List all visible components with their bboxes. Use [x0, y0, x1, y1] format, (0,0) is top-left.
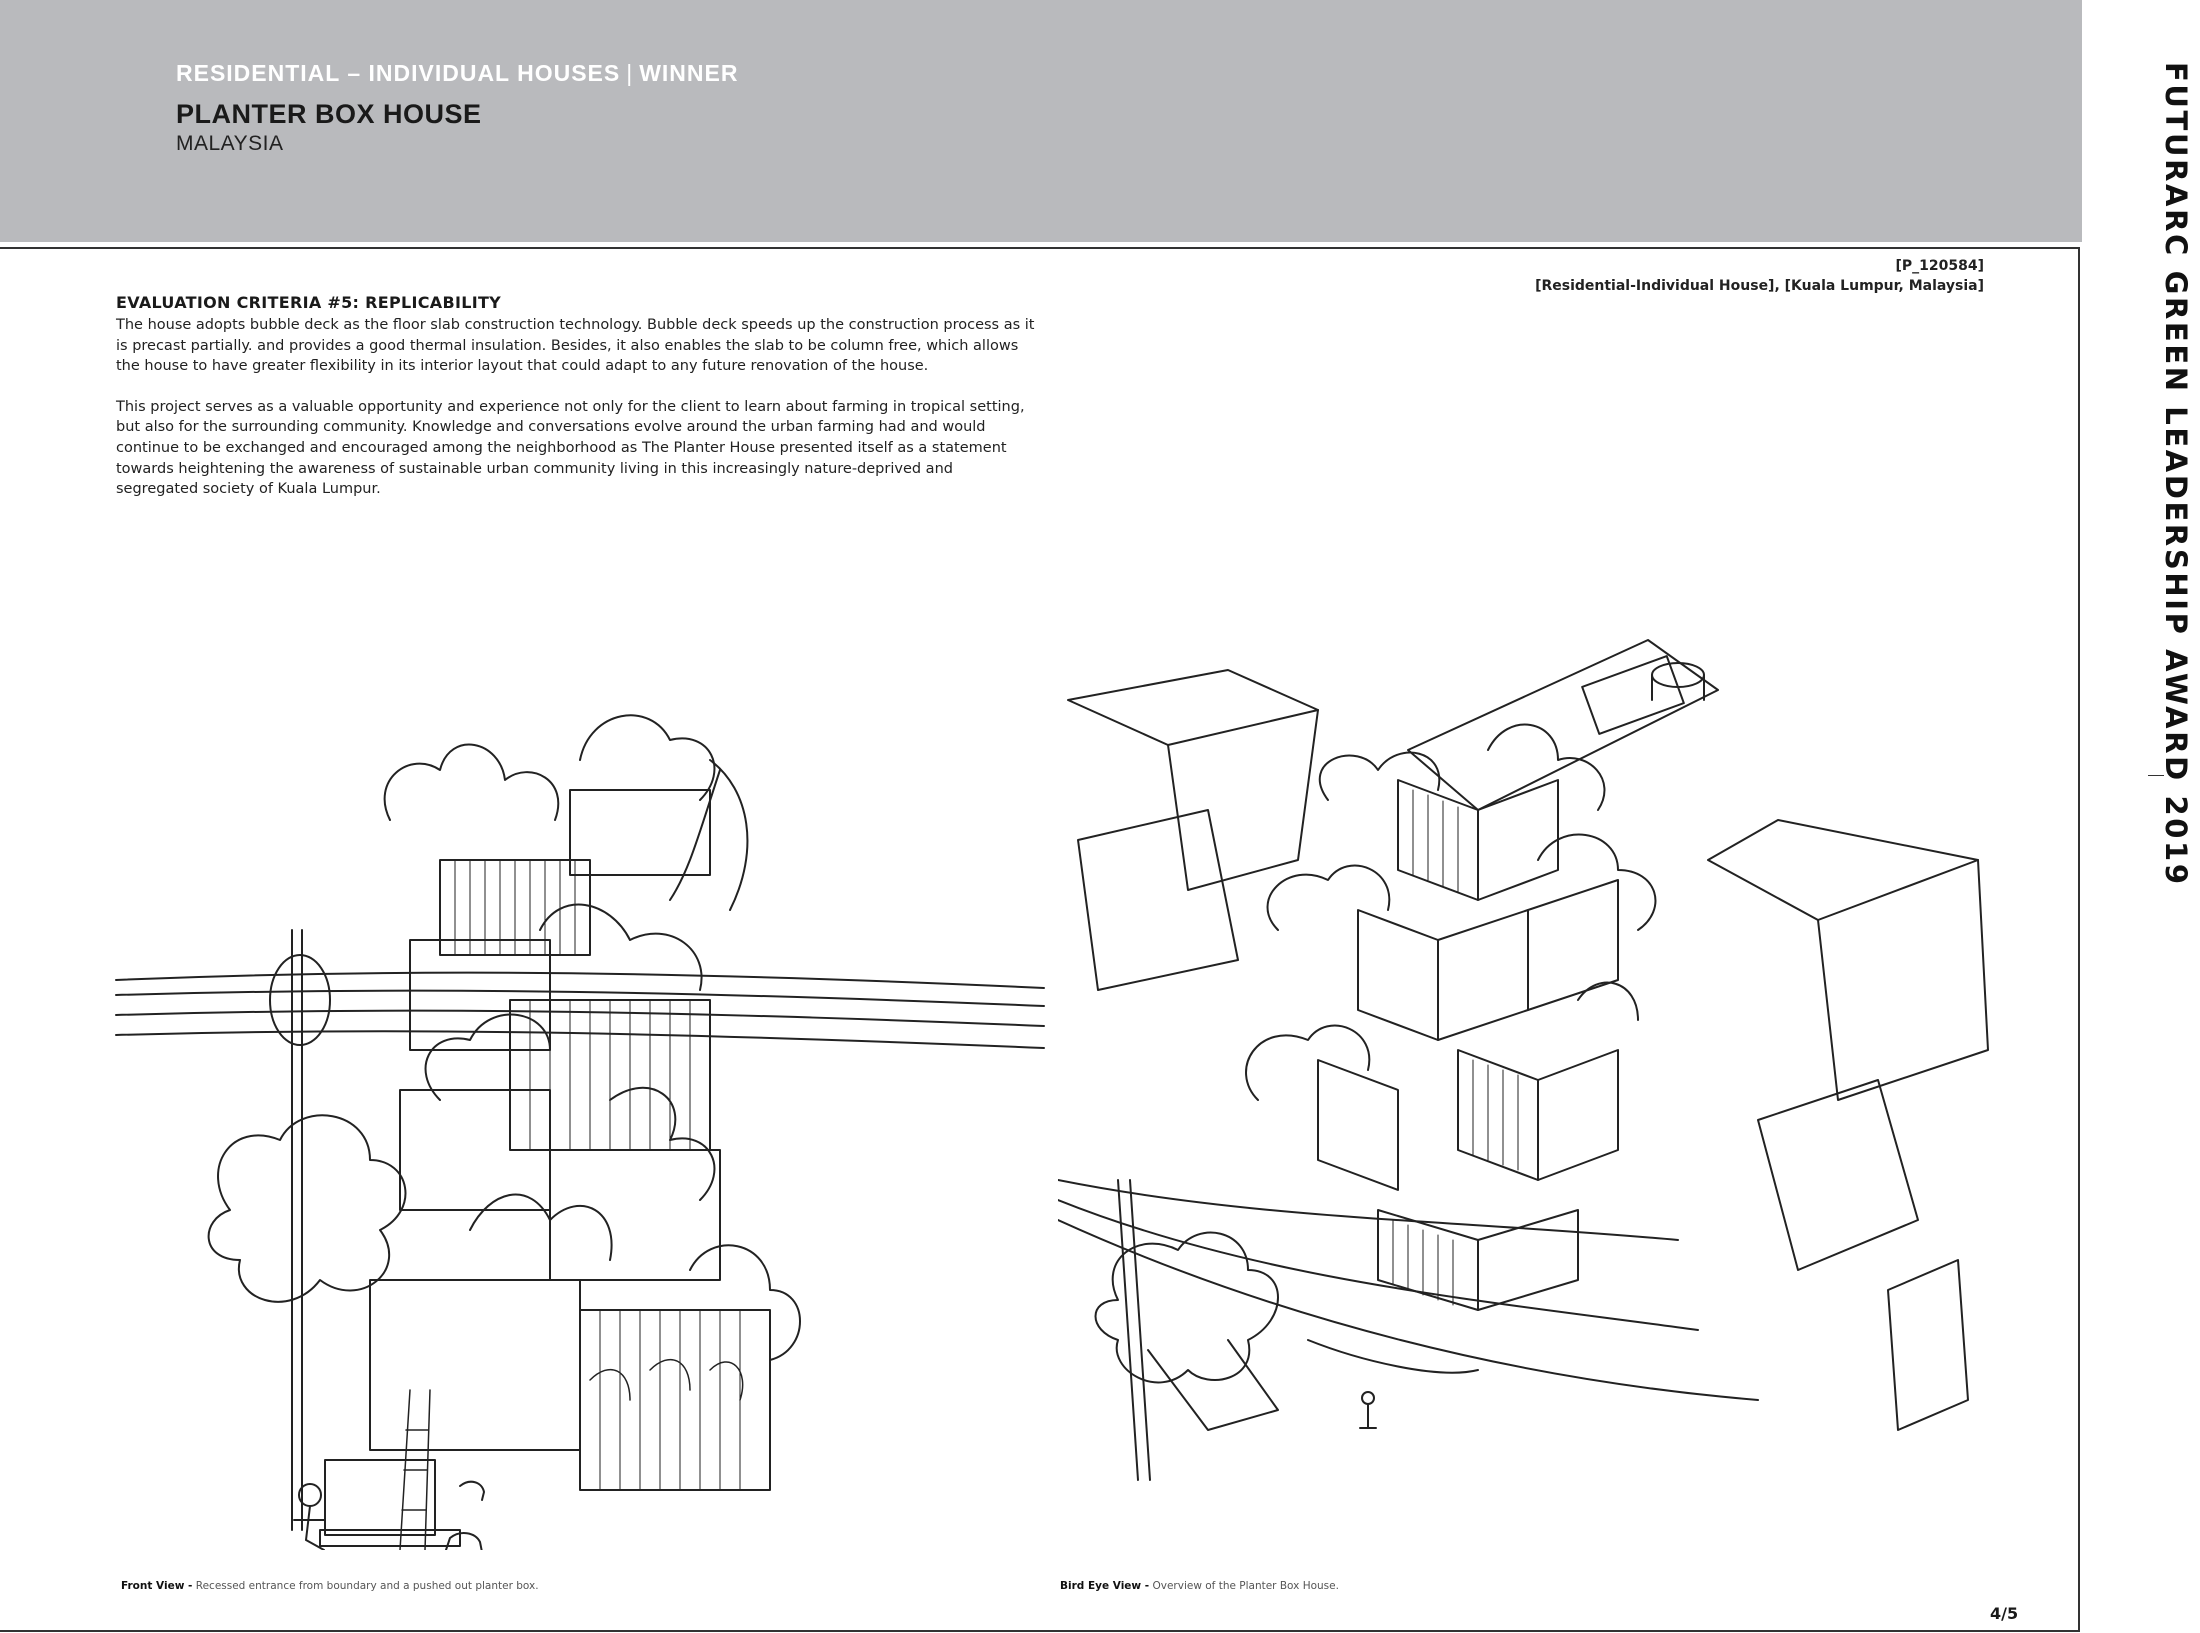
project-reference: [P_120584] [Residential-Individual House…: [1535, 256, 1984, 296]
reference-tags: [Residential-Individual House], [Kuala L…: [1535, 278, 1984, 294]
criteria-paragraph-1: The house adopts bubble deck as the floo…: [116, 317, 1035, 375]
reference-code: [P_120584]: [1895, 258, 1984, 274]
category-label: RESIDENTIAL – INDIVIDUAL HOUSES: [176, 60, 621, 86]
front-view-caption: Front View - Recessed entrance from boun…: [121, 1580, 539, 1592]
side-title: FUTURARC GREEN LEADERSHIP AWARD 2019: [2159, 62, 2193, 887]
page-number: 4/5: [1990, 1604, 2019, 1623]
category-separator: |: [626, 60, 634, 86]
side-rule: [2148, 775, 2164, 776]
front-view-caption-label: Front View -: [121, 1580, 193, 1592]
project-country: MALAYSIA: [176, 132, 284, 155]
content-frame: [0, 247, 2080, 1632]
criteria-paragraph-2: This project serves as a valuable opport…: [116, 398, 1025, 498]
bird-eye-view-drawing: [1058, 580, 1998, 1530]
award-category: RESIDENTIAL – INDIVIDUAL HOUSES|WINNER: [176, 60, 738, 87]
award-status: WINNER: [639, 60, 739, 86]
project-title: PLANTER BOX HOUSE: [176, 99, 482, 129]
criteria-heading: EVALUATION CRITERIA #5: REPLICABILITY: [116, 293, 502, 312]
bird-eye-view-caption: Bird Eye View - Overview of the Planter …: [1060, 1580, 1339, 1592]
front-view-caption-text: Recessed entrance from boundary and a pu…: [195, 1580, 539, 1592]
bird-eye-view-caption-text: Overview of the Planter Box House.: [1152, 1580, 1339, 1592]
front-view-drawing: [110, 670, 1050, 1550]
bird-eye-view-caption-label: Bird Eye View -: [1060, 1580, 1150, 1592]
evaluation-criteria: EVALUATION CRITERIA #5: REPLICABILITY Th…: [116, 293, 1036, 520]
header-band: RESIDENTIAL – INDIVIDUAL HOUSES|WINNER P…: [0, 0, 2082, 242]
